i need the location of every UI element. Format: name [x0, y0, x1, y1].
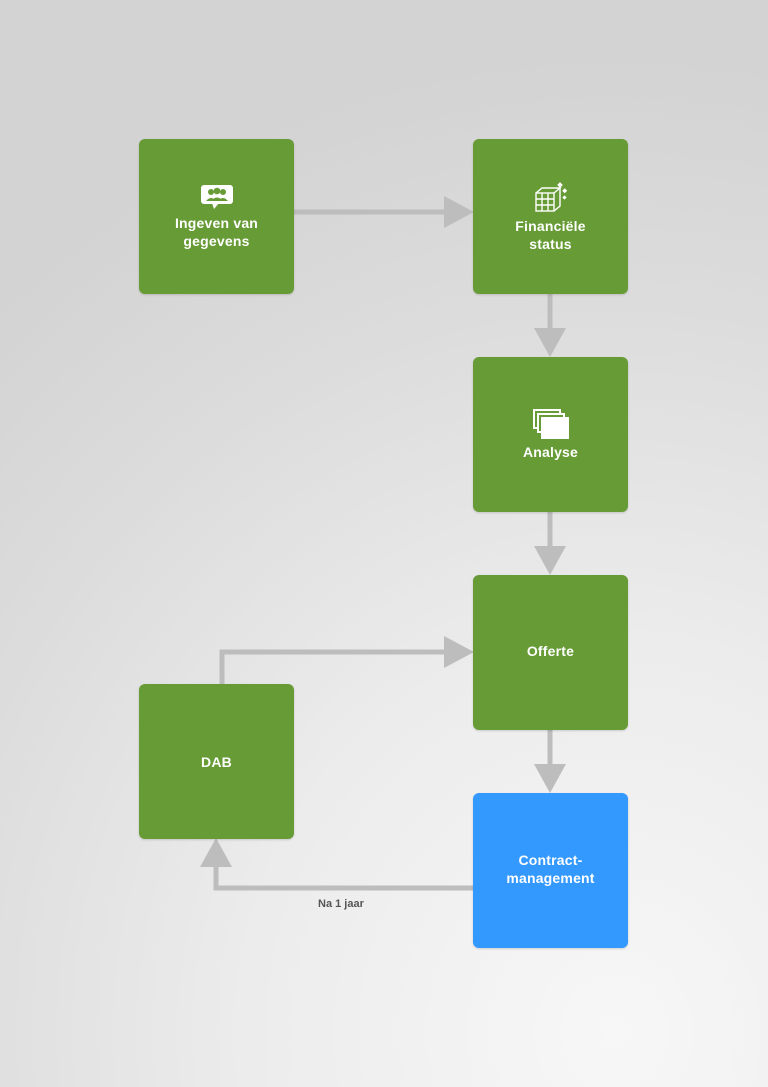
node-analyse[interactable]: Analyse — [473, 357, 628, 512]
edge-financiele-to-analyse — [534, 294, 566, 357]
edge-dab-to-offerte — [219, 636, 474, 684]
node-contract-management[interactable]: Contract- management — [473, 793, 628, 948]
edge-offerte-to-contract — [534, 729, 566, 793]
node-label-contract: Contract- management — [506, 852, 595, 886]
node-label-ingeven: Ingeven van gegevens — [174, 214, 259, 249]
grid-cubes-icon — [534, 181, 567, 212]
node-label-offerte: Offerte — [526, 643, 575, 659]
stacked-pages-icon — [532, 408, 569, 439]
edge-analyse-to-offerte — [534, 511, 566, 575]
node-label-analyse: Analyse — [522, 443, 579, 460]
node-label-dab: DAB — [201, 754, 232, 770]
node-ingeven-van-gegevens[interactable]: Ingeven van gegevens — [139, 139, 294, 294]
edge-contract-to-dab — [200, 838, 474, 891]
edge-ingeven-to-financiele — [294, 196, 474, 228]
node-dab[interactable]: DAB — [139, 684, 294, 839]
node-financiele-status[interactable]: Financiële status — [473, 139, 628, 294]
people-chat-icon — [200, 184, 233, 209]
node-label-financiele: Financiële status — [515, 217, 586, 252]
node-offerte[interactable]: Offerte — [473, 575, 628, 730]
edge-label-na-1-jaar: Na 1 jaar — [318, 898, 364, 910]
